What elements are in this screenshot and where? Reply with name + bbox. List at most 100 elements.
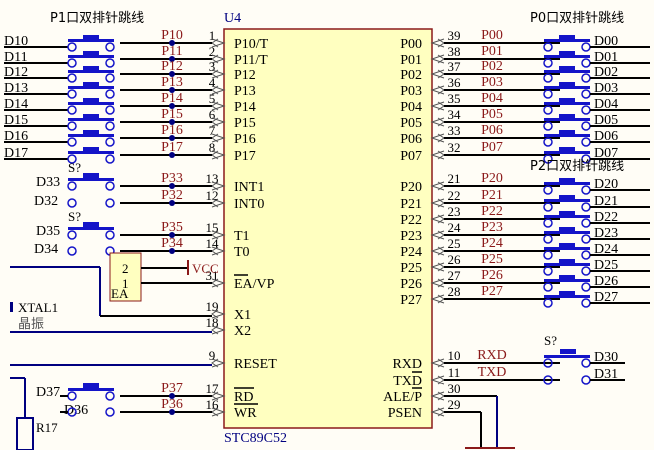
- pin-number: 18: [206, 315, 219, 330]
- p0-jumper-switch-button: [559, 82, 575, 87]
- p0-jumper-switch-bar: [544, 102, 590, 105]
- pin-marker-icon: [430, 391, 445, 401]
- switch-net-label: D25: [594, 258, 618, 273]
- p2-jumper-switch-bar: [544, 247, 590, 250]
- p0-jumper-switch-contact: [543, 137, 553, 147]
- pin-name: WR: [234, 406, 257, 421]
- net-label: P02: [481, 59, 503, 74]
- p2-jumper-switch-contact: [581, 282, 591, 292]
- pin-number: 9: [209, 348, 216, 363]
- pin-name: P15: [234, 116, 256, 131]
- switch-contact: [105, 198, 115, 208]
- p1-jumper-switch-button: [83, 147, 99, 152]
- p0-jumper-switch-contact: [543, 42, 553, 52]
- resistor-designator: R17: [36, 420, 58, 435]
- pin-marker-icon: [430, 69, 445, 79]
- switch-contact: [105, 230, 115, 240]
- pin-name: P21: [400, 197, 422, 212]
- net-label: P33: [161, 171, 183, 186]
- net-label: P32: [161, 188, 183, 203]
- pin-marker-icon: [430, 375, 445, 385]
- p0-jumper-switch-contact: [543, 73, 553, 83]
- p0-jumper-switch-bar: [544, 39, 590, 42]
- p2-jumper-switch-button: [559, 178, 575, 183]
- net-label: P07: [481, 140, 503, 155]
- junction-dot: [169, 200, 175, 206]
- pin-marker-icon: [211, 309, 226, 319]
- switch-net-label: D01: [594, 50, 618, 65]
- pin-number: 6: [209, 107, 216, 122]
- p1-jumper-switch-button: [83, 130, 99, 135]
- p2-jumper-switch-bar: [544, 182, 590, 185]
- switch-net-label: D13: [4, 81, 28, 96]
- switch-designator: S?: [544, 333, 557, 348]
- p3-switch-bar: [68, 178, 114, 181]
- pin-number: 12: [206, 188, 219, 203]
- pin-number: 1: [209, 28, 216, 43]
- pin-marker-icon: [430, 38, 445, 48]
- net-label: P12: [161, 59, 183, 74]
- pin-marker-icon: [430, 117, 445, 127]
- p2-jumper-switch-contact: [581, 266, 591, 276]
- p0-jumper-switch-contact: [543, 89, 553, 99]
- p2-jumper-switch-contact: [543, 218, 553, 228]
- pin-name: RD: [234, 390, 253, 405]
- net-label: P14: [161, 91, 183, 106]
- p2-jumper-switch-contact: [543, 185, 553, 195]
- switch-contact: [543, 375, 553, 385]
- p2-jumper-switch-bar: [544, 295, 590, 298]
- switch-net-label: D21: [594, 194, 618, 209]
- p2-jumper-switch-button: [559, 227, 575, 232]
- pin-name: P11/T: [234, 53, 268, 68]
- p0-jumper-switch-button: [559, 130, 575, 135]
- pin-name: EA/VP: [234, 277, 275, 292]
- p2-jumper-switch-button: [559, 211, 575, 216]
- p0-jumper-switch-contact: [543, 154, 553, 164]
- switch-net-label: D16: [4, 129, 28, 144]
- net-label: P36: [161, 397, 183, 412]
- junction-dot: [169, 183, 175, 189]
- switch-net-label: D17: [4, 146, 28, 161]
- p1-jumper-switch-bar: [68, 151, 114, 154]
- p1-jumper-switch-bar: [68, 55, 114, 58]
- switch-net-label: D11: [4, 50, 28, 65]
- p1-jumper-switch-contact: [105, 137, 115, 147]
- pin-number: 13: [206, 171, 219, 186]
- pin-name: P03: [400, 84, 422, 99]
- pin-number: 29: [448, 397, 461, 412]
- p1-jumper-switch-button: [83, 82, 99, 87]
- pin-number: 24: [448, 220, 462, 235]
- ea-jumper-pin2: 2: [122, 261, 129, 276]
- net-label: P15: [161, 107, 183, 122]
- switch-contact: [581, 375, 591, 385]
- p2-jumper-switch-contact: [581, 298, 591, 308]
- switch-designator: S?: [68, 209, 81, 224]
- p0-jumper-switch-bar: [544, 55, 590, 58]
- net-label: P06: [481, 123, 503, 138]
- pin-name: P06: [400, 132, 422, 147]
- switch-net-label: D30: [594, 350, 618, 365]
- switch-contact: [543, 358, 553, 368]
- pin-marker-icon: [211, 358, 226, 368]
- pin-marker-icon: [430, 133, 445, 143]
- crystal-label: 晶振: [18, 317, 44, 332]
- p0-jumper-switch-contact: [581, 121, 591, 131]
- p1-jumper-switch-button: [83, 66, 99, 71]
- net-label: P35: [161, 220, 183, 235]
- pin-name: P14: [234, 100, 256, 115]
- switch-contact: [67, 391, 77, 401]
- pin-marker-icon: [430, 278, 445, 288]
- pin-name: P25: [400, 261, 422, 276]
- p1-jumper-switch-bar: [68, 102, 114, 105]
- p1-jumper-switch-contact: [67, 121, 77, 131]
- p1-jumper-switch-contact: [67, 137, 77, 147]
- pin-number: 3: [209, 59, 216, 74]
- p2-jumper-switch-contact: [581, 250, 591, 260]
- pin-number: 22: [448, 188, 461, 203]
- net-label: P20: [481, 171, 503, 186]
- net-label: TXD: [478, 365, 507, 380]
- p1-jumper-switch-contact: [67, 89, 77, 99]
- switch-net-label: D26: [594, 274, 618, 289]
- p3-switch-button: [83, 173, 99, 178]
- switch-net-label: D02: [594, 65, 618, 80]
